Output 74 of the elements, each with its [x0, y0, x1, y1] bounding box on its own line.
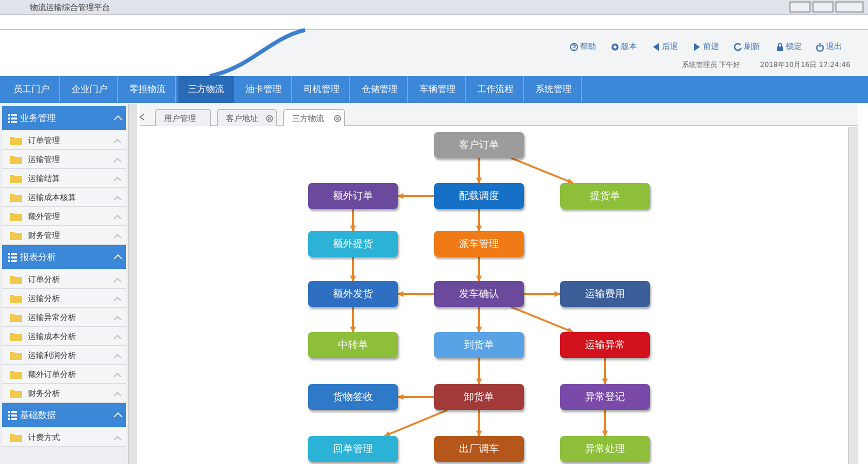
- window-title: 物流运输综合管理平台: [30, 2, 110, 13]
- arrow: [397, 394, 434, 400]
- process-box: 提货单: [560, 183, 650, 209]
- menu-item: 财务管理: [28, 230, 60, 241]
- process-box: 货物签收: [308, 384, 398, 410]
- process-box: 回单管理: [308, 436, 398, 462]
- arrow: [350, 307, 356, 333]
- menu-item: 计费方式: [28, 432, 60, 443]
- nav-tab: 零担物流: [120, 76, 176, 103]
- process-box: 发车确认: [434, 281, 524, 307]
- process-box: 中转单: [308, 332, 398, 358]
- process-box: 派车管理: [434, 231, 524, 257]
- nav-tab: 工作流程: [468, 76, 524, 103]
- process-box: 到货单: [434, 332, 524, 358]
- page-tab: 用户管理: [155, 109, 211, 126]
- menu-item: 运输分析: [28, 293, 60, 304]
- process-box: 卸货单: [434, 384, 524, 410]
- arrow: [476, 257, 482, 282]
- menu-item: 订单分析: [28, 274, 60, 285]
- arrow: [476, 307, 482, 333]
- nav-tab: 仓储管理: [352, 76, 408, 103]
- toolbar-link: 版本: [611, 41, 651, 53]
- arrow: [602, 358, 608, 385]
- toolbar-link: 退出: [816, 41, 856, 53]
- section-title: 业务管理: [20, 112, 56, 125]
- arrow: [524, 291, 561, 297]
- toolbar-link: 帮助: [570, 41, 610, 53]
- toolbar-link: 前进: [693, 41, 733, 53]
- arrow: [476, 209, 482, 232]
- arrow: [397, 291, 434, 297]
- nav-tab: 油卡管理: [236, 76, 292, 103]
- nav-tab: 企业门户: [62, 76, 118, 103]
- menu-item: 运输成本分析: [28, 331, 76, 342]
- process-box: 配载调度: [434, 183, 524, 209]
- arrow: [510, 157, 574, 184]
- nav-tab: 系统管理: [526, 76, 582, 103]
- arrow: [350, 257, 356, 282]
- nav-tab: 员工门户: [4, 76, 60, 103]
- nav-tab: 三方物流: [178, 76, 234, 103]
- menu-item: 运输利润分析: [28, 350, 76, 361]
- menu-item: 额外管理: [28, 211, 60, 222]
- arrow: [476, 158, 482, 184]
- section-title: 报表分析: [20, 252, 56, 264]
- process-box: 异常登记: [560, 384, 650, 410]
- arrow: [602, 410, 608, 437]
- menu-item: 运输结算: [28, 173, 60, 184]
- process-box: 客户订单: [434, 132, 524, 158]
- menu-item: 财务分析: [28, 388, 60, 399]
- toolbar-link: 刷新: [734, 41, 774, 53]
- menu-item: 额外订单分析: [28, 369, 76, 380]
- toolbar-link: 后退: [652, 41, 692, 53]
- arrow: [397, 193, 434, 199]
- section-title: 基础数据: [20, 410, 56, 422]
- toolbar-link: 锁定: [776, 41, 816, 53]
- menu-item: 运输异常分析: [28, 312, 76, 323]
- menu-item: 运输成本核算: [28, 192, 76, 203]
- process-box: 运输费用: [560, 281, 650, 307]
- nav-tab: 司机管理: [294, 76, 350, 103]
- page-tab: 三方物流: [283, 109, 345, 126]
- arrow: [384, 409, 448, 437]
- menu-item: 运输管理: [28, 154, 60, 165]
- arrow: [476, 410, 482, 437]
- process-box: 额外订单: [308, 183, 398, 209]
- process-box: 额外提货: [308, 231, 398, 257]
- process-box: 运输异常: [560, 332, 650, 358]
- arrow: [350, 209, 356, 232]
- page-tab: 客户地址: [217, 109, 277, 126]
- process-box: 异常处理: [560, 436, 650, 462]
- process-box: 出厂调车: [434, 436, 524, 462]
- arrow: [476, 358, 482, 385]
- nav-tab: 车辆管理: [410, 76, 466, 103]
- process-box: 额外发货: [308, 281, 398, 307]
- arrow: [510, 306, 574, 333]
- menu-item: 订单管理: [28, 135, 60, 146]
